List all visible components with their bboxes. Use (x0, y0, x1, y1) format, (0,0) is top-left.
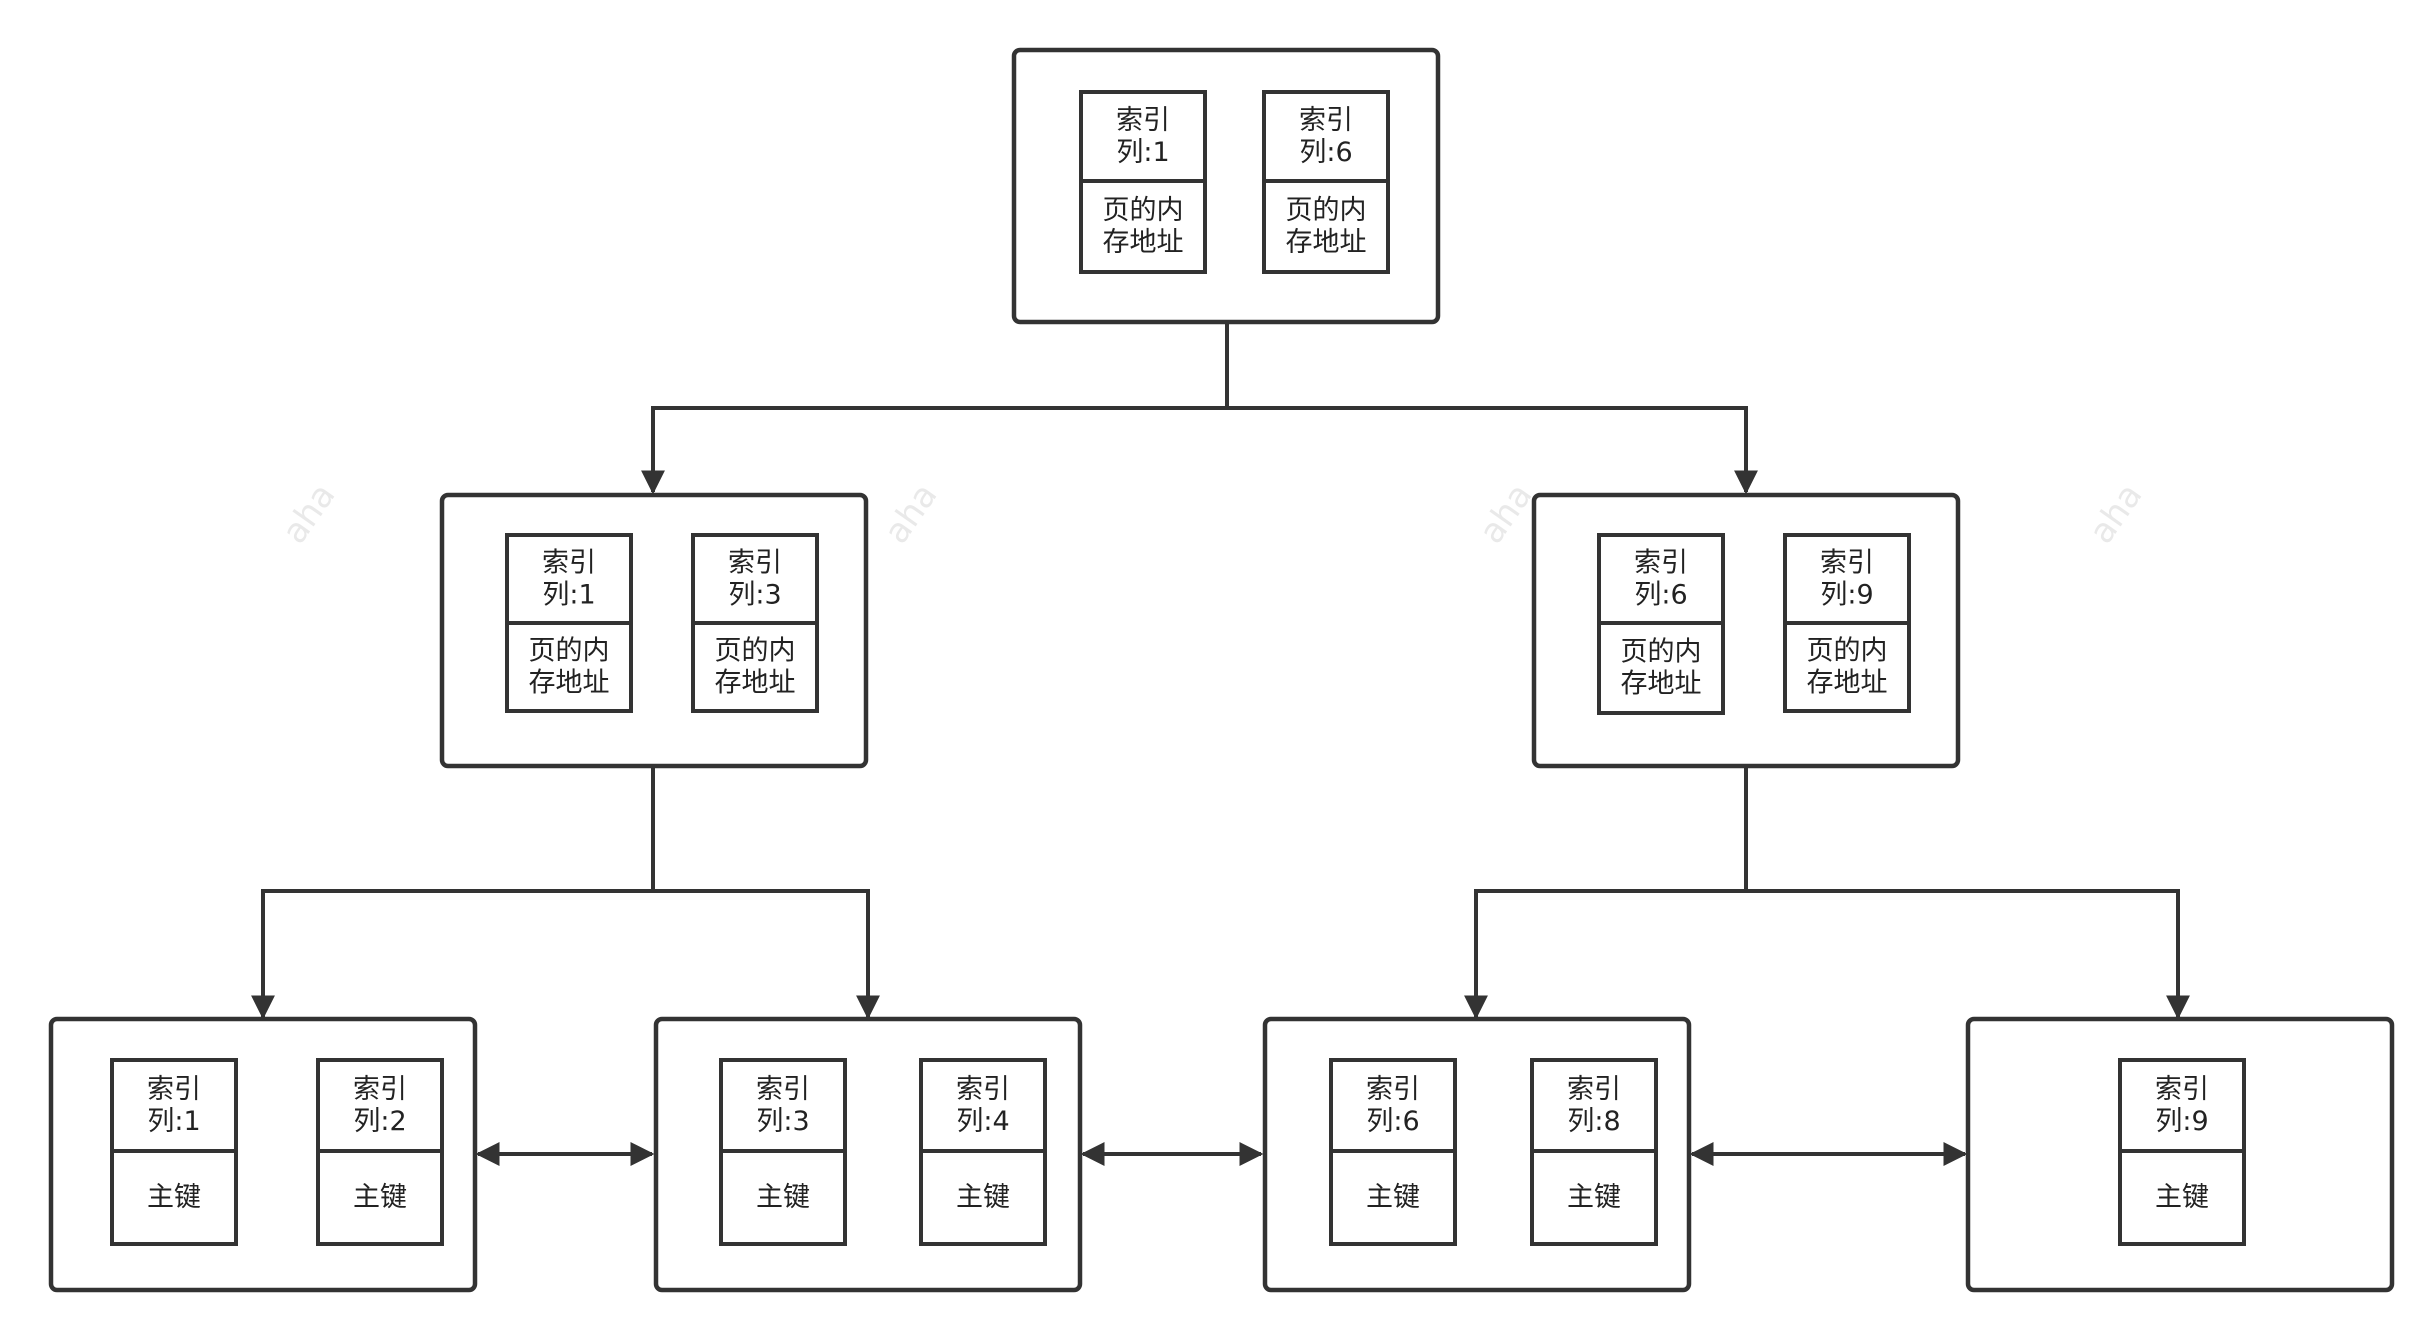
primary-key-label: 主键 (2155, 1182, 2209, 1213)
index-entry: 索引列:6 主键 (1329, 1058, 1457, 1246)
primary-key-label: 主键 (1366, 1182, 1420, 1213)
index-key-label: 索引 (147, 1074, 201, 1105)
primary-key-label: 主键 (956, 1182, 1010, 1213)
tree-nodes: 索引列:1页的内存地址索引列:6页的内存地址索引列:1页的内存地址索引列:3页的… (48, 47, 2395, 1293)
index-key-label: 列:9 (1820, 580, 1873, 611)
index-key-label: 索引 (1567, 1074, 1621, 1105)
index-entry: 索引列:8 主键 (1530, 1058, 1658, 1246)
index-key-label: 列:6 (1366, 1106, 1419, 1137)
index-key-label: 列:3 (756, 1106, 809, 1137)
edge-internal-left-to-leaf-1 (251, 766, 655, 1020)
index-key-label: 索引 (1820, 548, 1874, 579)
index-key-label: 索引 (1366, 1074, 1420, 1105)
page-address-label: 页的内 (529, 636, 610, 667)
leaf-page: 索引列:9 主键 (1965, 1016, 2395, 1293)
page-address-label: 页的内 (1807, 636, 1888, 667)
edge-root-to-internal-right (1227, 406, 1758, 495)
primary-key-label: 主键 (353, 1182, 407, 1213)
watermark-text: aha (1471, 476, 1540, 551)
index-key-label: 列:8 (1567, 1106, 1620, 1137)
index-key-label: 索引 (756, 1074, 810, 1105)
page-address-label: 存地址 (529, 668, 610, 699)
page-address-label: 页的内 (1621, 637, 1702, 668)
tree-edges (251, 322, 2190, 1020)
index-key-label: 列:1 (1116, 137, 1169, 168)
page-address-label: 页的内 (1103, 195, 1184, 226)
index-key-label: 列:3 (728, 580, 781, 611)
primary-key-label: 主键 (1567, 1182, 1621, 1213)
page-address-label: 存地址 (1807, 668, 1888, 699)
index-key-label: 索引 (542, 548, 596, 579)
index-key-label: 列:2 (353, 1106, 406, 1137)
index-key-label: 列:1 (147, 1106, 200, 1137)
index-key-label: 列:6 (1299, 137, 1352, 168)
page-address-label: 存地址 (715, 668, 796, 699)
watermark-text: aha (274, 476, 343, 551)
index-entry: 索引列:1 主键 (110, 1058, 238, 1246)
edge-root-to-internal-left (641, 322, 1229, 495)
index-entry: 索引列:9 主键 (2118, 1058, 2246, 1246)
watermark-text: aha (876, 476, 945, 551)
index-key-label: 索引 (956, 1074, 1010, 1105)
index-entry: 索引列:2 主键 (316, 1058, 444, 1246)
index-key-label: 列:9 (2155, 1106, 2208, 1137)
index-key-label: 列:4 (956, 1106, 1009, 1137)
page-address-label: 存地址 (1286, 227, 1367, 258)
watermark-text: aha (2081, 476, 2150, 551)
index-entry: 索引列:3 主键 (719, 1058, 847, 1246)
page-address-label: 页的内 (1286, 195, 1367, 226)
edge-internal-right-to-leaf-3 (1464, 766, 1748, 1020)
index-key-label: 列:1 (542, 580, 595, 611)
index-key-label: 索引 (1634, 548, 1688, 579)
page-address-label: 页的内 (715, 636, 796, 667)
index-key-label: 索引 (2155, 1074, 2209, 1105)
page-address-label: 存地址 (1621, 669, 1702, 700)
edge-internal-right-to-leaf-4 (1746, 889, 2190, 1020)
page-address-label: 存地址 (1103, 227, 1184, 258)
edge-internal-left-to-leaf-2 (653, 889, 880, 1020)
primary-key-label: 主键 (147, 1182, 201, 1213)
index-entry: 索引列:4 主键 (919, 1058, 1047, 1246)
index-key-label: 索引 (1116, 105, 1170, 136)
primary-key-label: 主键 (756, 1182, 810, 1213)
index-key-label: 索引 (728, 548, 782, 579)
index-key-label: 索引 (1299, 105, 1353, 136)
index-key-label: 列:6 (1634, 580, 1687, 611)
index-key-label: 索引 (353, 1074, 407, 1105)
